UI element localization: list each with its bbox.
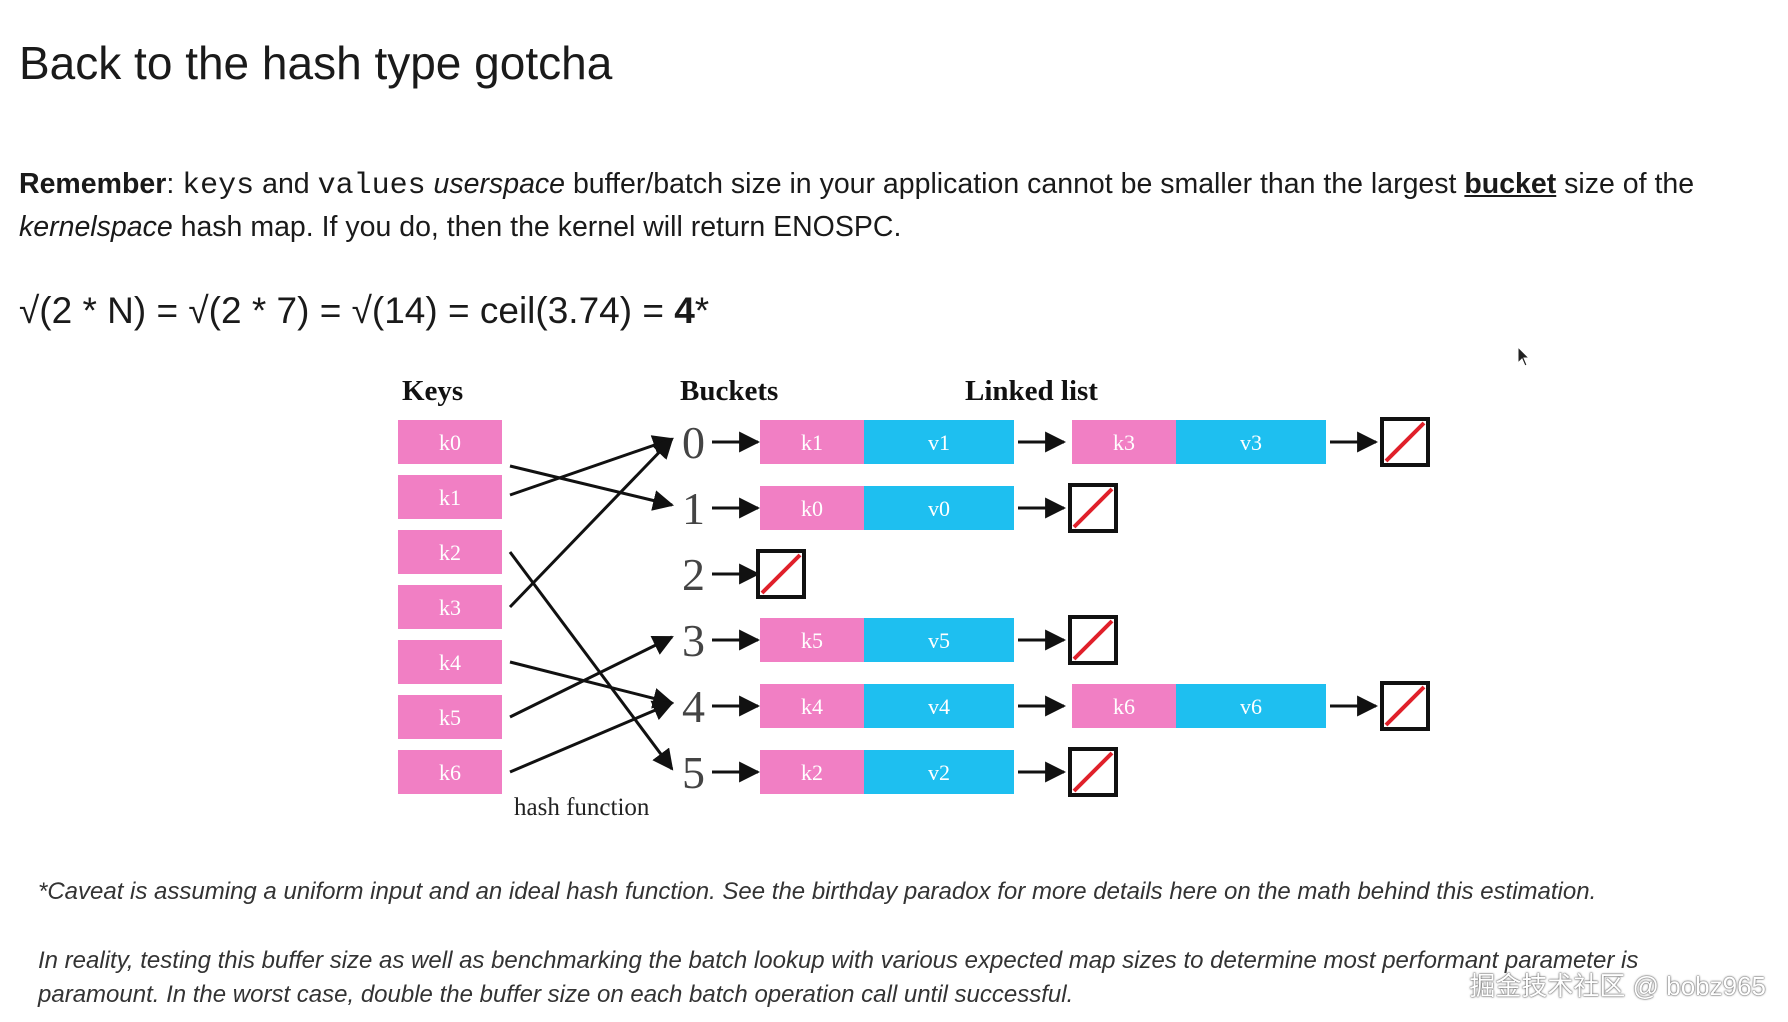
remember-middle: buffer/batch size in your application ca… xyxy=(565,168,1465,200)
key-cell-k1 xyxy=(398,475,502,519)
node-key-label-k0: k0 xyxy=(801,496,823,521)
null-pointer-bucket-1-slash xyxy=(1072,487,1114,529)
node-key-k3 xyxy=(1072,420,1176,464)
null-pointer-bucket-2-slash xyxy=(760,553,802,595)
values-code: values xyxy=(317,169,426,203)
key-label-k4: k4 xyxy=(439,650,461,675)
null-pointer-bucket-4-slash xyxy=(1384,685,1426,727)
remember-paragraph: Remember: keys and values userspace buff… xyxy=(19,164,1779,248)
node-value-label-v6: v6 xyxy=(1240,694,1262,719)
node-key-k1 xyxy=(760,420,864,464)
remember-and: and xyxy=(254,168,318,200)
node-key-label-k2: k2 xyxy=(801,760,823,785)
remember-colon: : xyxy=(166,168,183,200)
node-key-k6 xyxy=(1072,684,1176,728)
node-key-label-k6: k6 xyxy=(1113,694,1135,719)
keys-code: keys xyxy=(182,169,255,203)
null-pointer-bucket-3-slash xyxy=(1072,619,1114,661)
key-cell-k2 xyxy=(398,530,502,574)
node-value-v6 xyxy=(1176,684,1326,728)
node-value-label-v2: v2 xyxy=(928,760,950,785)
hash-arrow-k4-to-4 xyxy=(509,660,675,709)
mouse-cursor-icon xyxy=(1517,346,1531,367)
key-cell-k3 xyxy=(398,585,502,629)
watermark: 掘金技术社区 @ bobz965 xyxy=(1469,971,1766,1001)
kernelspace-term: kernelspace xyxy=(19,211,173,243)
bucket-index-3: 3 xyxy=(682,615,705,666)
node-value-label-v0: v0 xyxy=(928,496,950,521)
null-pointer-bucket-0-slash xyxy=(1384,421,1426,463)
null-pointer-bucket-5-slash xyxy=(1072,751,1114,793)
node-value-v0 xyxy=(864,486,1014,530)
buckets-header: Buckets xyxy=(680,375,778,407)
node-value-v1 xyxy=(864,420,1014,464)
key-label-k6: k6 xyxy=(439,760,461,785)
key-label-k1: k1 xyxy=(439,485,461,510)
bucket-index-5: 5 xyxy=(682,747,705,798)
remember-end: hash map. If you do, then the kernel wil… xyxy=(172,211,902,243)
key-label-k0: k0 xyxy=(439,430,461,455)
caveat-footnote: *Caveat is assuming a uniform input and … xyxy=(38,878,1597,905)
bucket-index-0: 0 xyxy=(682,417,705,468)
key-label-k3: k3 xyxy=(439,595,461,620)
bucket-index-1: 1 xyxy=(682,483,705,534)
hash-arrow-k3-to-0 xyxy=(508,437,674,609)
userspace-term: userspace xyxy=(433,168,566,200)
node-value-v2 xyxy=(864,750,1014,794)
node-key-k2 xyxy=(760,750,864,794)
node-value-label-v3: v3 xyxy=(1240,430,1262,455)
formula-result: 4 xyxy=(674,290,695,331)
formula-expression: √(2 * N) = √(2 * 7) = √(14) = ceil(3.74)… xyxy=(19,290,675,331)
node-value-label-v4: v4 xyxy=(928,694,950,719)
remember-size-of-the: size of the xyxy=(1556,168,1695,200)
node-key-k0 xyxy=(760,486,864,530)
remember-label: Remember xyxy=(19,168,167,200)
reality-footnote: In reality, testing this buffer size as … xyxy=(38,947,1639,1008)
node-value-label-v1: v1 xyxy=(928,430,950,455)
hash-arrow-k1-to-0 xyxy=(509,435,674,497)
bucket-size-formula: √(2 * N) = √(2 * 7) = √(14) = ceil(3.74)… xyxy=(19,290,709,332)
key-label-k5: k5 xyxy=(439,705,461,730)
node-key-label-k1: k1 xyxy=(801,430,823,455)
bucket-index-2: 2 xyxy=(682,549,705,600)
key-label-k2: k2 xyxy=(439,540,461,565)
linked-list-header: Linked list xyxy=(965,375,1098,407)
bucket-index-4: 4 xyxy=(682,681,705,732)
node-value-v3 xyxy=(1176,420,1326,464)
key-cell-k6 xyxy=(398,750,502,794)
node-key-k5 xyxy=(760,618,864,662)
node-key-label-k5: k5 xyxy=(801,628,823,653)
slide-title: Back to the hash type gotcha xyxy=(19,37,613,89)
key-cell-k0 xyxy=(398,420,502,464)
formula-asterisk: * xyxy=(694,290,710,331)
key-cell-k5 xyxy=(398,695,502,739)
hash-function-label: hash function xyxy=(514,794,650,821)
bucket-term: bucket xyxy=(1464,168,1557,200)
node-value-v4 xyxy=(864,684,1014,728)
keys-header: Keys xyxy=(402,375,463,407)
node-value-v5 xyxy=(864,618,1014,662)
hash-arrow-k5-to-3 xyxy=(509,635,674,719)
node-key-label-k4: k4 xyxy=(801,694,823,719)
hash-arrow-k0-to-1 xyxy=(509,464,675,511)
key-cell-k4 xyxy=(398,640,502,684)
node-value-label-v5: v5 xyxy=(928,628,950,653)
hash-map-diagram: Keys Buckets Linked list k0k1k2k3k4k5k6 … xyxy=(398,375,1430,821)
hash-arrow-k6-to-4 xyxy=(509,700,674,774)
hash-arrow-k2-to-5 xyxy=(508,551,674,771)
node-key-k4 xyxy=(760,684,864,728)
node-key-label-k3: k3 xyxy=(1113,430,1135,455)
